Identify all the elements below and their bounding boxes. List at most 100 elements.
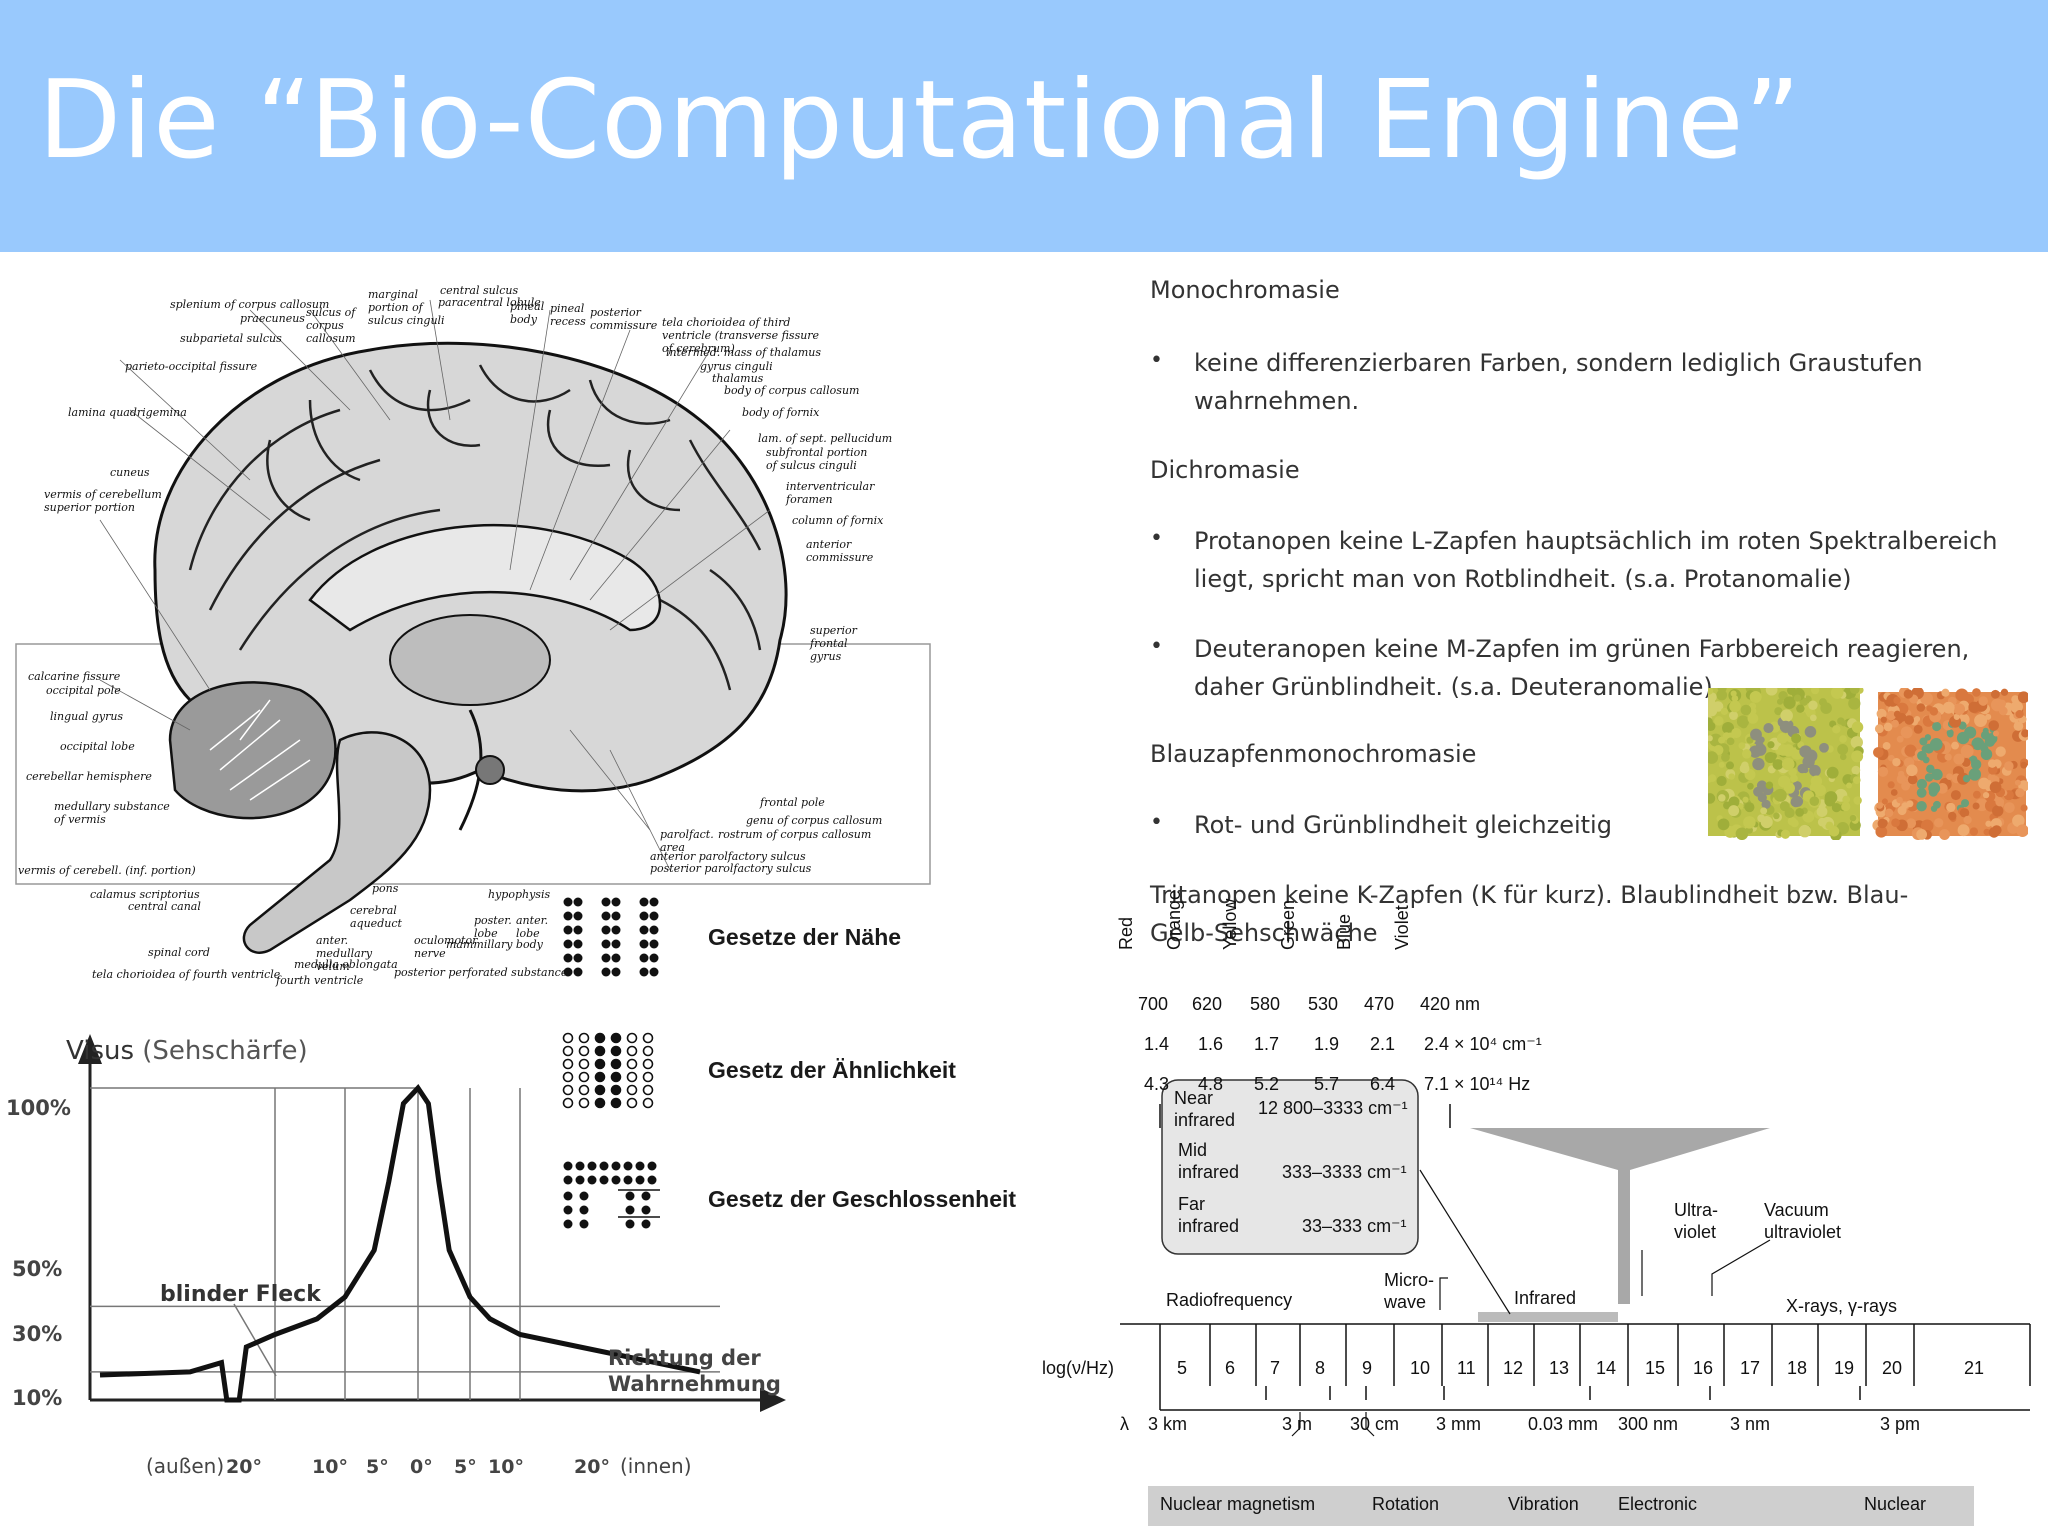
region-xray: X-rays, γ-rays xyxy=(1786,1296,1898,1316)
log-value: 12 xyxy=(1503,1358,1524,1378)
ishihara-dot xyxy=(1998,706,2008,716)
closure-dot xyxy=(623,1161,633,1171)
gestalt-label-proximity: Gesetze der Nähe xyxy=(708,924,902,950)
ishihara-dot xyxy=(1851,721,1864,733)
ishihara-dot xyxy=(1776,732,1788,744)
ishihara-dot xyxy=(1831,802,1842,813)
ishihara-dot xyxy=(1718,736,1726,744)
lambda-value: 30 cm xyxy=(1350,1414,1400,1434)
ishihara-dot xyxy=(1897,806,1907,816)
brain-label: column of fornix xyxy=(792,514,884,527)
slide-header: Die “Bio-Computational Engine” xyxy=(0,0,2048,252)
proximity-dot xyxy=(611,939,621,949)
ishihara-dot xyxy=(1796,704,1805,713)
ishihara-dot xyxy=(1968,768,1982,781)
visus-xtick: 10° xyxy=(312,1456,348,1478)
ishihara-dot xyxy=(1953,753,1965,765)
em-spectrum: Red Orange Yellow Green Blue Violet 700 … xyxy=(1030,890,2040,1530)
frequency-value: 5.7 xyxy=(1314,1074,1340,1094)
proximity-dot xyxy=(601,939,611,949)
ishihara-dot xyxy=(1891,719,1899,728)
bullet-marker: • xyxy=(1150,634,1163,659)
bottom-bar-label: Electronic xyxy=(1618,1494,1698,1514)
visus-xtick: 5° xyxy=(454,1456,477,1478)
similarity-dot xyxy=(562,1097,574,1109)
ishihara-dot xyxy=(1960,799,1970,808)
ishihara-dot xyxy=(1929,738,1943,751)
ishihara-dot xyxy=(1709,733,1723,747)
ishihara-dot xyxy=(1744,802,1755,813)
ishihara-dot xyxy=(1946,729,1954,737)
ishihara-dot xyxy=(1924,734,1932,741)
ishihara-dot xyxy=(1747,713,1759,724)
ishihara-dot xyxy=(1873,747,1884,758)
log-value: 14 xyxy=(1596,1358,1617,1378)
ishihara-dot xyxy=(1792,795,1804,807)
log-value: 6 xyxy=(1225,1358,1236,1378)
brain-label: parieto-occipital fissure xyxy=(125,360,258,373)
ishihara-dot xyxy=(1704,793,1716,804)
direction-label-2: Wahrnehmung xyxy=(608,1372,781,1396)
ishihara-dot xyxy=(1968,701,1980,713)
blind-spot-pointer xyxy=(233,1303,277,1377)
slide-title: Die “Bio-Computational Engine” xyxy=(38,58,1802,183)
similarity-dot xyxy=(626,1084,638,1096)
ishihara-dot xyxy=(1914,715,1921,722)
closure-dot xyxy=(635,1161,645,1171)
ishihara-dot xyxy=(1761,799,1771,810)
region-micro-2: wave xyxy=(1384,1292,1427,1312)
ishihara-dot xyxy=(1946,802,1956,813)
proximity-dot xyxy=(649,897,659,907)
brain-label: cuneus xyxy=(110,466,150,479)
ishihara-dot xyxy=(1826,766,1839,779)
ishihara-dot xyxy=(1959,808,1970,818)
ishihara-dot xyxy=(1950,790,1961,801)
ir-mid-range: 333–3333 cm⁻¹ xyxy=(1282,1162,1407,1182)
ishihara-dot xyxy=(1913,724,1923,734)
ishihara-dot xyxy=(1932,721,1942,732)
similarity-dot xyxy=(642,1045,654,1057)
brain-label: vermis of cerebellum superior portion xyxy=(44,488,162,514)
bottom-bar xyxy=(1148,1486,1974,1526)
proximity-dot xyxy=(611,897,621,907)
ishihara-dot xyxy=(1906,764,1918,777)
ishihara-dot xyxy=(1717,818,1730,831)
brain-label: anter. lobe xyxy=(516,914,549,940)
brain-label: posterior parolfactory sulcus xyxy=(650,862,812,875)
ishihara-dot xyxy=(1743,816,1756,829)
bottom-bar-label: Vibration xyxy=(1508,1494,1579,1514)
wavenumber-value: 2.4 × 10⁴ cm⁻¹ xyxy=(1424,1034,1542,1054)
color-blindness-text: Monochromasie • keine differenzierbaren … xyxy=(1150,276,2010,956)
ishihara-dot xyxy=(1905,818,1917,829)
gestalt-section: Gesetze der Nähe Gesetz der Ähnlichkeit … xyxy=(560,890,1060,1260)
ishihara-dot xyxy=(1882,741,1891,750)
ishihara-dot xyxy=(1772,759,1784,770)
ishihara-dot xyxy=(1721,753,1730,762)
brain-label: anterior parolfactory sulcus xyxy=(650,850,806,863)
ishihara-dot xyxy=(1989,781,2002,794)
brain-drawing xyxy=(15,299,931,954)
similarity-dot xyxy=(578,1084,590,1096)
lambda-symbol: λ xyxy=(1120,1414,1129,1434)
similarity-dot xyxy=(642,1084,654,1096)
ishihara-dot xyxy=(1876,708,1887,719)
closure-dot xyxy=(635,1175,645,1185)
ishihara-dot xyxy=(1852,776,1861,784)
ishihara-dot xyxy=(1819,742,1829,753)
ishihara-dot xyxy=(1749,690,1762,703)
similarity-dot xyxy=(562,1032,574,1044)
wavenumber-value: 1.6 xyxy=(1198,1034,1224,1054)
ishihara-dot xyxy=(1997,699,2007,708)
log-value: 18 xyxy=(1787,1358,1808,1378)
visus-ytick: 50% xyxy=(12,1257,63,1281)
ishihara-dot xyxy=(1896,774,1907,784)
similarity-dot xyxy=(610,1058,622,1070)
region-micro-1: Micro- xyxy=(1384,1270,1434,1290)
visus-curve xyxy=(99,1083,701,1403)
ishihara-dot xyxy=(1951,741,1959,750)
closure-dot xyxy=(563,1219,573,1229)
ishihara-dot xyxy=(1783,696,1796,709)
ishihara-dot xyxy=(1962,774,1971,783)
spectrum-svg xyxy=(1120,1079,2031,1526)
